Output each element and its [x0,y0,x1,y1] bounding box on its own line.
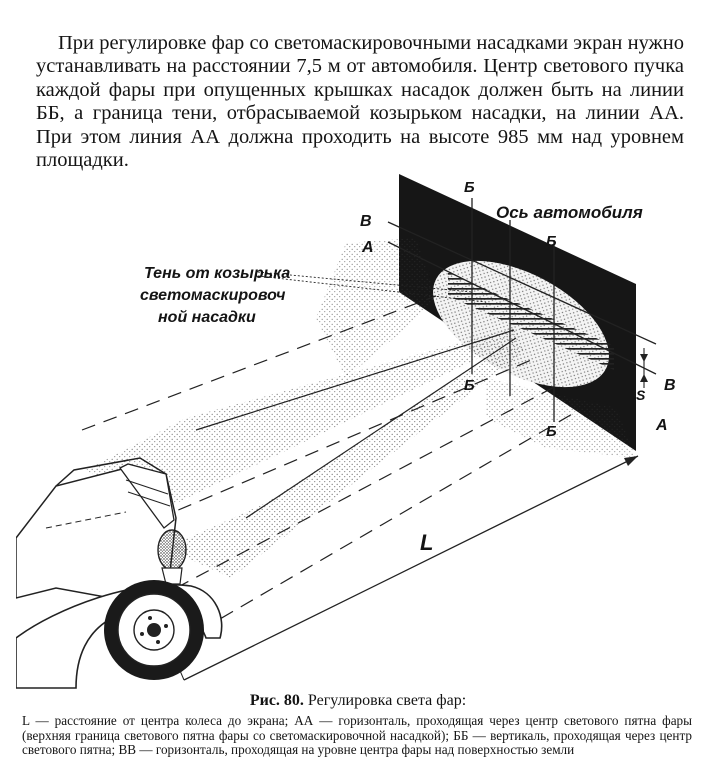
line-aa [387,241,657,375]
body-paragraph: При регулировке фар со светомаскировочны… [36,32,684,172]
light-cone-left [86,328,521,513]
label-b-top-left: Б [464,179,475,196]
stray-light-left [316,238,436,378]
label-shadow-line3: ной насадки [158,309,256,326]
beam-line [195,329,515,431]
distance-line [183,455,639,681]
dashed-line [81,295,437,431]
label-a-right: А [655,417,668,434]
car-drawing [16,457,223,689]
label-shadow-line1: Тень от козырька [144,265,290,282]
label-b-bottom-right: Б [546,423,557,440]
body-paragraph-block: При регулировке фар со светомаскировочны… [36,32,684,172]
beam-line [245,337,517,519]
dashed-line [175,385,557,589]
label-b-bottom-left: Б [464,377,475,394]
figure-caption-legend: L — расстояние от центра колеса до экран… [22,713,692,758]
line-vv [387,221,657,345]
headlight-adjustment-figure: Б Б Б Б В А В А S Ось автомобиля Тень от… [16,168,706,693]
arrow-head [640,374,648,382]
caption-legend-text: L — расстояние от центра колеса до экран… [22,713,692,758]
label-a-left: А [361,239,374,256]
figure-title: Регулировка света фар: [307,692,467,709]
stray-light-right [486,378,636,458]
arrow-head [640,354,648,362]
figure-number: Рис. 80. [249,692,304,709]
label-car-axis: Ось автомобиля [496,203,643,222]
dashed-line [135,357,537,529]
figure-drawing: Б Б Б Б В А В А S Ось автомобиля Тень от… [16,174,676,689]
label-v-left: В [360,213,372,230]
dashed-line [200,412,575,631]
label-v-right: В [664,377,676,394]
label-distance-l: L [420,530,433,555]
figure-caption-title: Рис. 80. Регулировка света фар: [0,692,716,710]
light-cone-right [166,340,526,578]
shadow-band [448,272,614,370]
distance-arrow-head [624,456,638,466]
label-b-top-right: Б [546,233,557,250]
label-gap-s: S [636,387,646,403]
label-shadow-line2: светомаскировоч [140,287,285,304]
